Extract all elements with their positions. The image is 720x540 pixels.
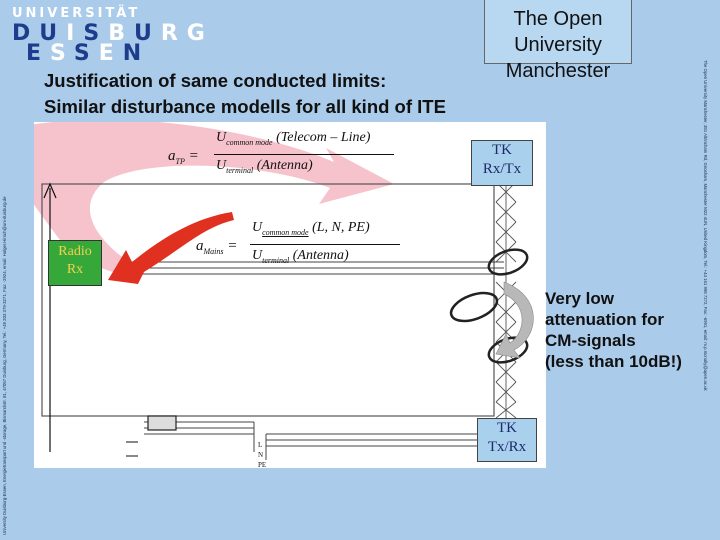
- radio-label1: Radio: [58, 244, 92, 259]
- slide-title: Justification of same conducted limits: …: [44, 68, 446, 120]
- formula-mains-bar: [250, 244, 400, 245]
- note-line2: attenuation for: [545, 310, 664, 329]
- formula-mains-den: U: [252, 248, 263, 263]
- formula-telecom: aTP = Ucommon mode (Telecom – Line) Uter…: [168, 128, 398, 186]
- cm-measurement-ellipse-left: [449, 291, 499, 323]
- university-logo: UNIVERSITÄT DUISBURG ESSEN: [12, 6, 214, 66]
- university-logo-line3: ESSEN: [26, 41, 151, 66]
- formula-mains-num-sub: common mode: [262, 227, 309, 237]
- diagram-drawing: [34, 122, 534, 460]
- note-line3: CM-signals: [545, 331, 636, 350]
- slide-title-line1: Justification of same conducted limits:: [44, 70, 387, 91]
- mains-label-n: N: [258, 451, 264, 459]
- university-logo-line2: DUISBURG: [12, 21, 214, 46]
- shadow-arrow: [34, 122, 394, 275]
- tk-top-label2: Rx/Tx: [482, 161, 522, 177]
- formula-telecom-lhs-sub: TP: [175, 157, 185, 166]
- side-address-right-text: The Open University Manchester, 351 Altr…: [703, 60, 708, 391]
- partner-line1: The Open University: [513, 8, 603, 56]
- formula-telecom-den: U: [216, 158, 227, 173]
- mains-lines: [144, 421, 494, 460]
- attenuation-arrow: [495, 281, 534, 359]
- formula-mains-lhs-sub: Mains: [203, 247, 224, 256]
- radio-feed-lines: [124, 261, 504, 275]
- formula-mains-den-arg: (Antenna): [292, 248, 349, 263]
- formula-telecom-bar: [214, 154, 394, 155]
- note-line4: (less than 10dB!): [545, 352, 682, 371]
- formula-mains-num-arg: (L, N, PE): [312, 220, 370, 235]
- formula-mains-num: U: [252, 220, 263, 235]
- formula-telecom-num-arg: (Telecom – Line): [276, 130, 371, 145]
- tk-bottom-label1: TK: [497, 420, 517, 436]
- attenuation-note: Very low attenuation for CM-signals (les…: [545, 288, 682, 372]
- cm-measurement-ellipse-top: [487, 248, 529, 276]
- tk-bottom-label2: Tx/Rx: [487, 439, 527, 455]
- formula-telecom-den-sub: terminal: [226, 165, 254, 175]
- mains-filter-block: [147, 415, 177, 431]
- tk-top-box: TK Rx/Tx: [471, 140, 533, 186]
- formula-telecom-num: U: [216, 130, 227, 145]
- formula-mains: aMains = Ucommon mode (L, N, PE) Utermin…: [196, 216, 406, 276]
- university-logo-line1: UNIVERSITÄT: [12, 6, 141, 21]
- coupling-arrow-red: [108, 212, 234, 284]
- mains-label-l: L: [258, 441, 263, 449]
- disturbance-diagram: TK Rx/Tx TK Tx/Rx Radio Rx aTP = Ucommon…: [34, 122, 546, 470]
- formula-mains-den-sub: terminal: [262, 255, 290, 265]
- radio-label2: Rx: [66, 262, 84, 277]
- slide-title-line2: Similar disturbance modells for all kind…: [44, 96, 446, 117]
- note-line1: Very low: [545, 289, 614, 308]
- side-address-left: University Duisburg-Essen, Energietransp…: [0, 30, 18, 540]
- mains-label-pe: PE: [258, 461, 267, 469]
- telecom-line-crossings: [495, 172, 517, 432]
- formula-telecom-num-sub: common mode: [226, 137, 273, 147]
- outer-frame: [41, 183, 495, 417]
- formula-telecom-lhs: a: [168, 148, 176, 164]
- mains-labels: L N PE: [258, 440, 266, 470]
- tk-top-label1: TK: [492, 142, 512, 158]
- side-address-left-text: University Duisburg-Essen, Energietransp…: [2, 196, 7, 535]
- partner-box: The Open University Manchester: [484, 0, 632, 82]
- formula-mains-lhs: a: [196, 238, 204, 254]
- formula-telecom-den-arg: (Antenna): [256, 158, 313, 173]
- antenna-head: [43, 182, 57, 199]
- tk-bottom-box: TK Tx/Rx: [477, 418, 537, 462]
- partner-line2: Manchester: [505, 60, 611, 82]
- side-address-right: The Open University Manchester, 351 Altr…: [702, 0, 720, 540]
- radio-receiver-box: Radio Rx: [48, 240, 102, 286]
